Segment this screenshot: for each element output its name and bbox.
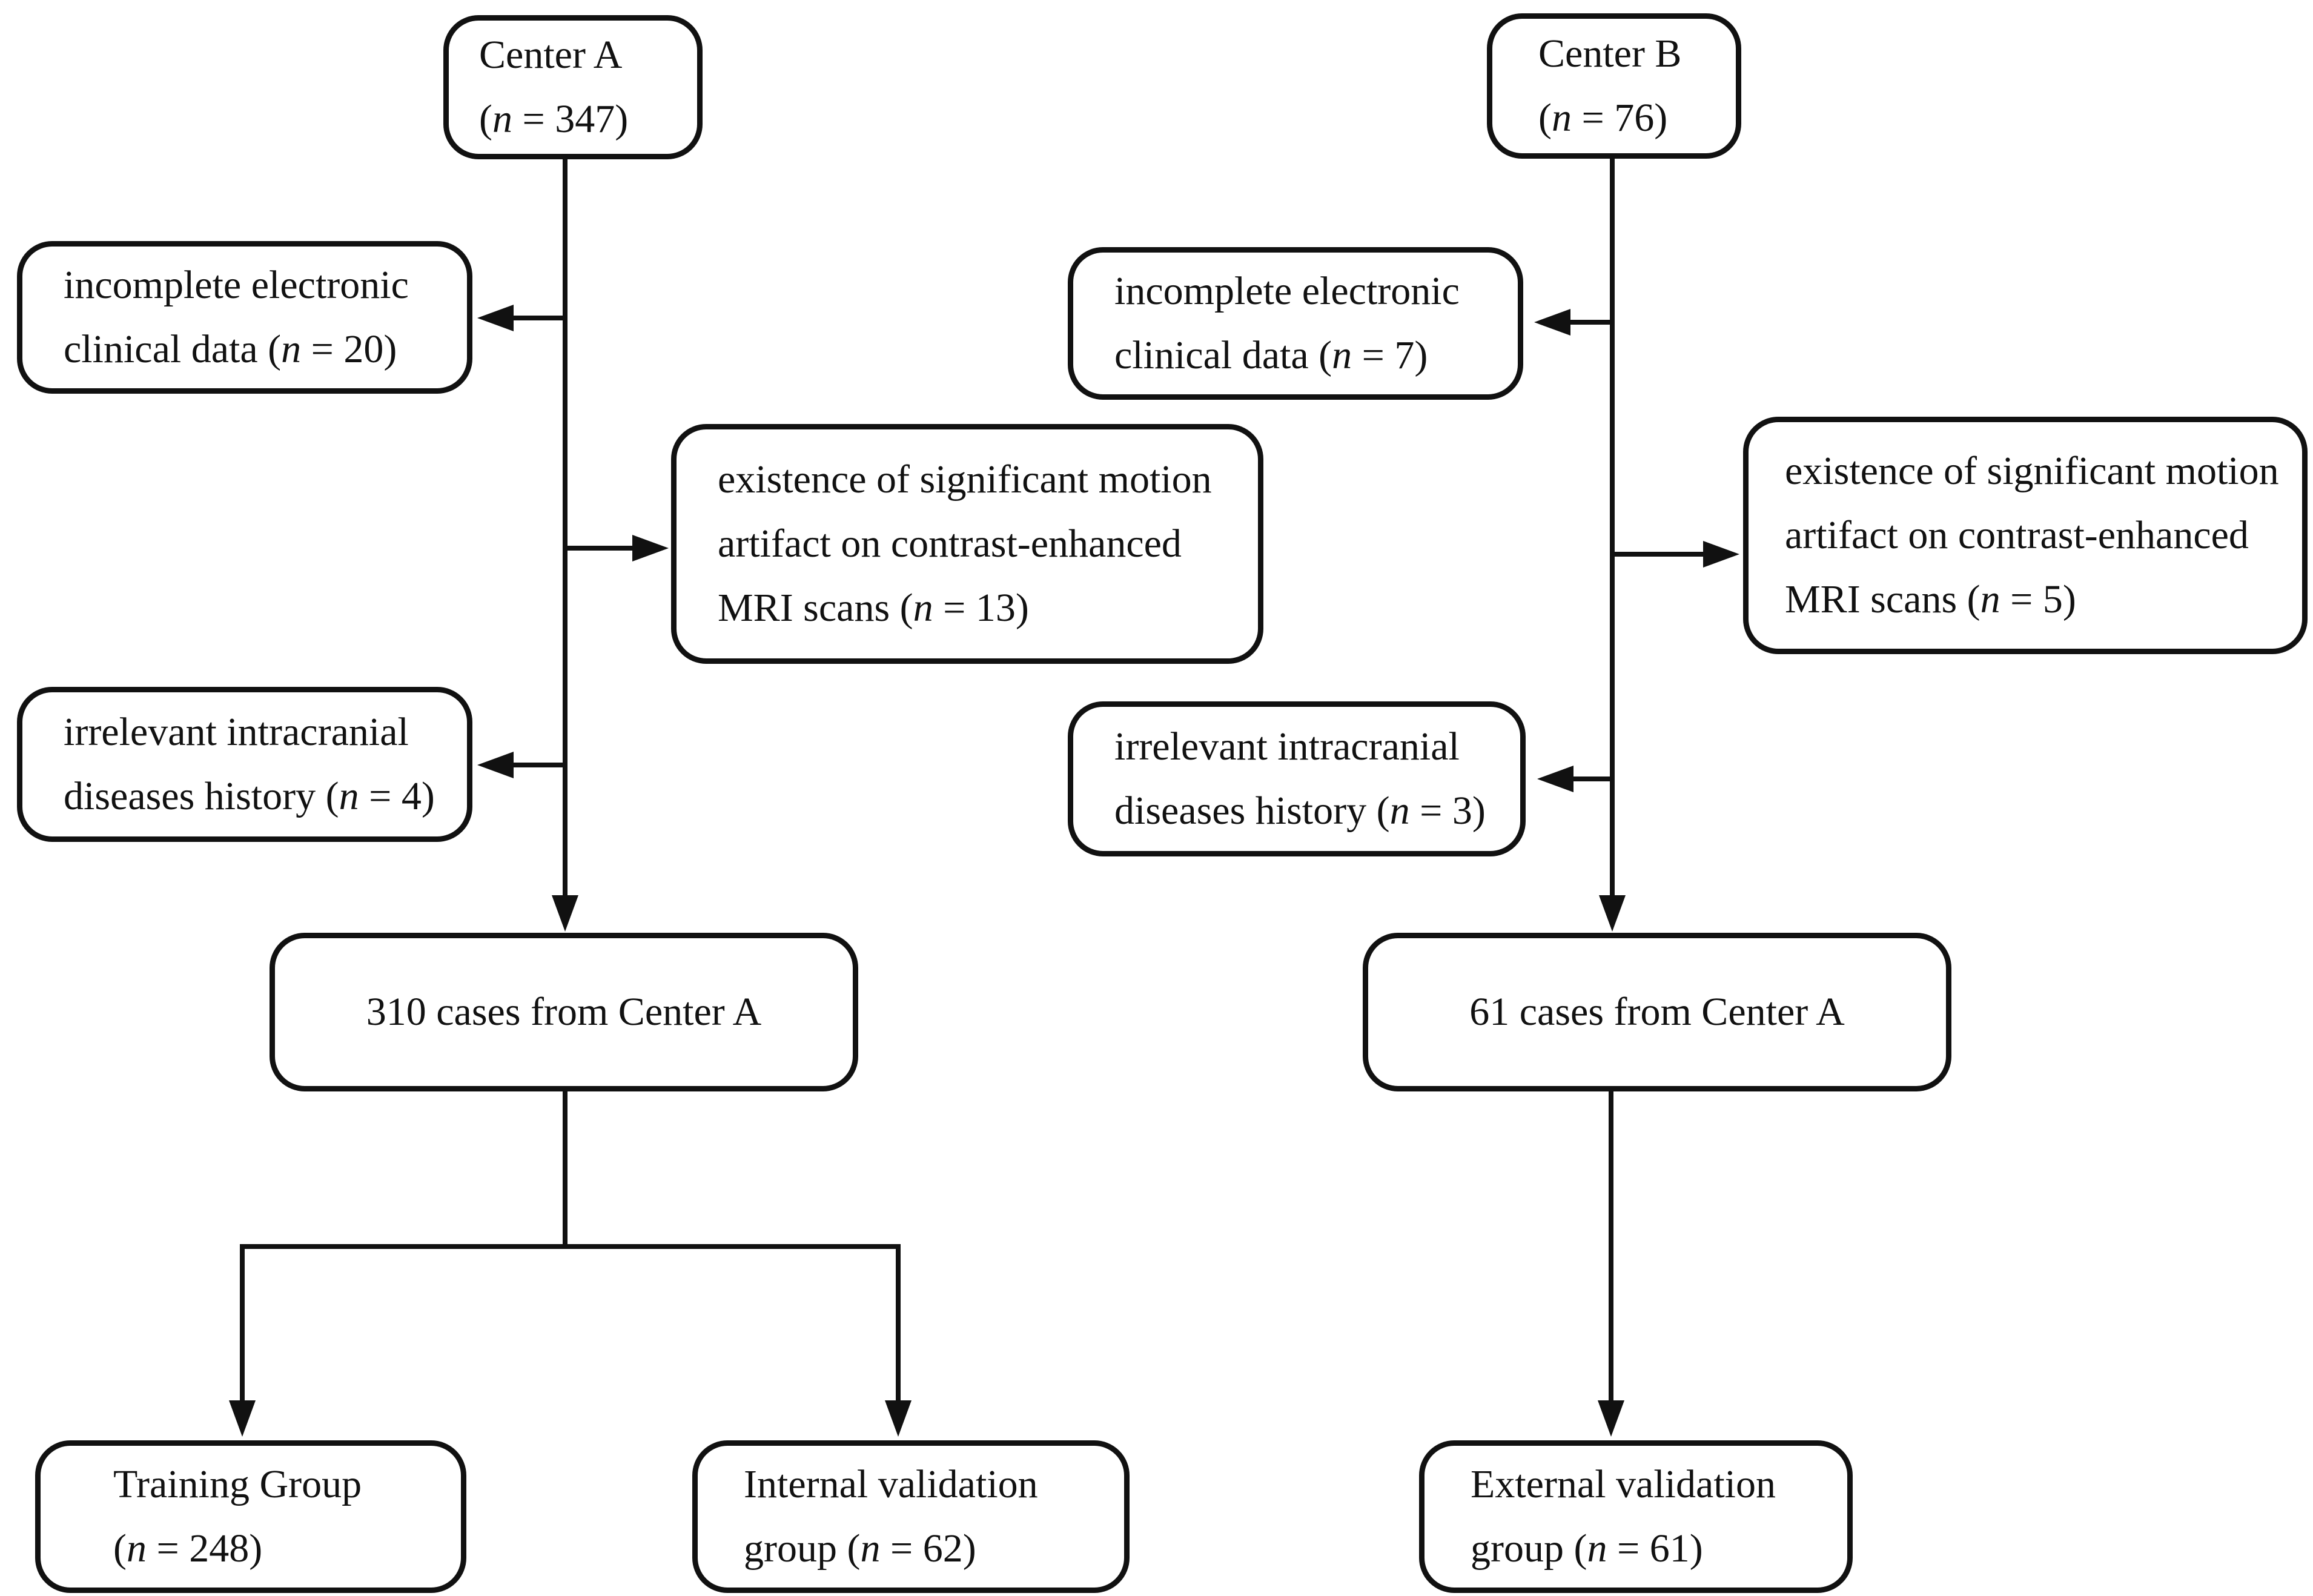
node-text-line: Center B <box>1538 31 1682 76</box>
node-internal-validation-group: Internal validation group (n = 62) <box>692 1440 1130 1593</box>
connector-center-b-main <box>1599 159 1626 932</box>
node-text-line: incomplete electronic <box>64 263 409 307</box>
arrowhead-right-icon <box>1703 541 1739 568</box>
node-text-line: External validation <box>1471 1462 1776 1506</box>
node-text-line: Training Group <box>113 1462 362 1506</box>
arrowhead-down-icon <box>1599 895 1626 932</box>
node-text-line: diseases history (n = 4) <box>64 774 435 818</box>
node-exclusion-a-incomplete-data: incomplete electronic clinical data (n =… <box>17 241 472 394</box>
arrowhead-down-icon <box>552 895 578 932</box>
node-text-line: (n = 347) <box>479 97 629 141</box>
node-cases-center-a: 310 cases from Center A <box>270 933 858 1091</box>
arrowhead-down-icon <box>885 1400 912 1437</box>
node-text-line: diseases history (n = 3) <box>1114 789 1486 833</box>
node-text-line: group (n = 61) <box>1471 1526 1703 1571</box>
connector-cases-b-external <box>1598 1091 1624 1437</box>
connector-center-a-excl-irrelevant <box>477 752 565 778</box>
node-text-line: MRI scans (n = 5) <box>1785 577 2076 621</box>
node-exclusion-a-motion-artifact: existence of significant motion artifact… <box>671 424 1263 664</box>
node-text-line: existence of significant motion <box>1785 449 2279 493</box>
node-text-line: Internal validation <box>744 1462 1038 1506</box>
node-center-a: Center A (n = 347) <box>443 15 703 159</box>
node-text-line: existence of significant motion <box>718 457 1212 502</box>
connector-cases-a-split <box>229 1091 912 1437</box>
connector-center-a-excl-incomplete <box>477 305 565 331</box>
node-exclusion-b-irrelevant-history: irrelevant intracranial diseases history… <box>1068 701 1526 856</box>
node-text-line: 61 cases from Center A <box>1469 990 1845 1034</box>
node-text-line: irrelevant intracranial <box>64 710 409 754</box>
node-text-line: irrelevant intracranial <box>1114 724 1460 769</box>
connector-center-a-excl-motion <box>565 535 669 561</box>
node-text-line: 310 cases from Center A <box>366 990 762 1034</box>
node-exclusion-a-irrelevant-history: irrelevant intracranial diseases history… <box>17 687 472 842</box>
node-cases-center-b: 61 cases from Center A <box>1363 933 1951 1091</box>
arrowhead-down-icon <box>229 1400 256 1437</box>
node-exclusion-b-incomplete-data: incomplete electronic clinical data (n =… <box>1068 247 1523 400</box>
node-text-line: clinical data (n = 20) <box>64 327 397 371</box>
arrowhead-right-icon <box>632 535 669 561</box>
node-text-line: (n = 248) <box>113 1526 263 1571</box>
arrowhead-down-icon <box>1598 1400 1624 1437</box>
connector-center-a-main <box>552 159 578 932</box>
node-text-line: artifact on contrast-enhanced <box>1785 513 2249 557</box>
node-external-validation-group: External validation group (n = 61) <box>1419 1440 1853 1593</box>
node-text-line: incomplete electronic <box>1114 269 1460 313</box>
node-text-line: group (n = 62) <box>744 1526 976 1571</box>
node-text-line: Center A <box>479 33 623 77</box>
arrowhead-left-icon <box>477 752 514 778</box>
connector-center-b-excl-irrelevant <box>1537 766 1612 792</box>
node-exclusion-b-motion-artifact: existence of significant motion artifact… <box>1743 417 2308 654</box>
node-training-group: Training Group (n = 248) <box>35 1440 466 1593</box>
arrowhead-left-icon <box>1537 766 1573 792</box>
arrowhead-left-icon <box>1534 309 1570 336</box>
arrowhead-left-icon <box>477 305 514 331</box>
node-center-b: Center B (n = 76) <box>1487 13 1741 159</box>
connector-center-b-excl-motion <box>1612 541 1739 568</box>
node-text-line: MRI scans (n = 13) <box>718 586 1029 630</box>
connector-center-b-excl-incomplete <box>1534 309 1612 336</box>
node-text-line: clinical data (n = 7) <box>1114 333 1428 377</box>
node-text-line: (n = 76) <box>1538 96 1668 140</box>
node-text-line: artifact on contrast-enhanced <box>718 522 1182 566</box>
